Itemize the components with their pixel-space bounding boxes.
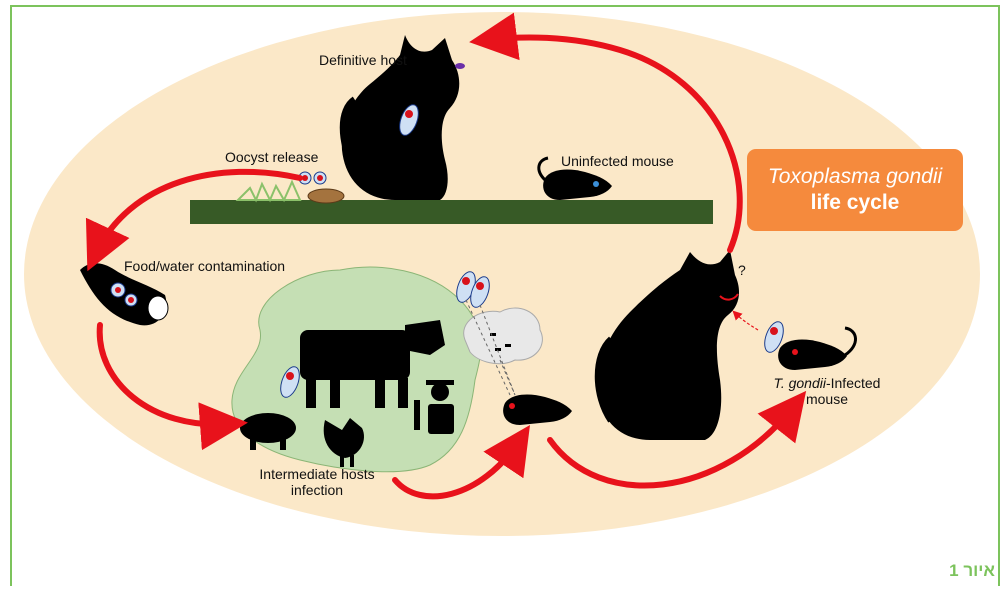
label-intermediate-line2: infection xyxy=(232,482,402,498)
label-infected-line2: mouse xyxy=(757,391,897,407)
label-infected-mouse: T. gondii-Infected mouse xyxy=(757,375,897,407)
label-uninfected-mouse: Uninfected mouse xyxy=(561,153,674,169)
label-infected-suffix: -Infected xyxy=(826,375,880,391)
feces-icon xyxy=(308,189,344,203)
label-oocyst-release: Oocyst release xyxy=(225,149,318,165)
title-line1: Toxoplasma gondii xyxy=(747,164,963,190)
background-ellipse xyxy=(24,12,980,536)
figure-label: איור 1 xyxy=(949,561,995,581)
label-food-water: Food/water contamination xyxy=(124,258,285,274)
label-definitive-host: Definitive host xyxy=(319,52,407,68)
label-infected-prefix: T. gondii xyxy=(774,375,826,391)
brain-icon xyxy=(464,308,543,364)
title-box: Toxoplasma gondii life cycle xyxy=(747,149,963,231)
label-intermediate-hosts: Intermediate hosts infection xyxy=(232,466,402,498)
label-intermediate-line1: Intermediate hosts xyxy=(232,466,402,482)
title-line2: life cycle xyxy=(747,190,963,216)
question-mark: ? xyxy=(738,262,746,278)
ground-strip xyxy=(190,200,713,224)
